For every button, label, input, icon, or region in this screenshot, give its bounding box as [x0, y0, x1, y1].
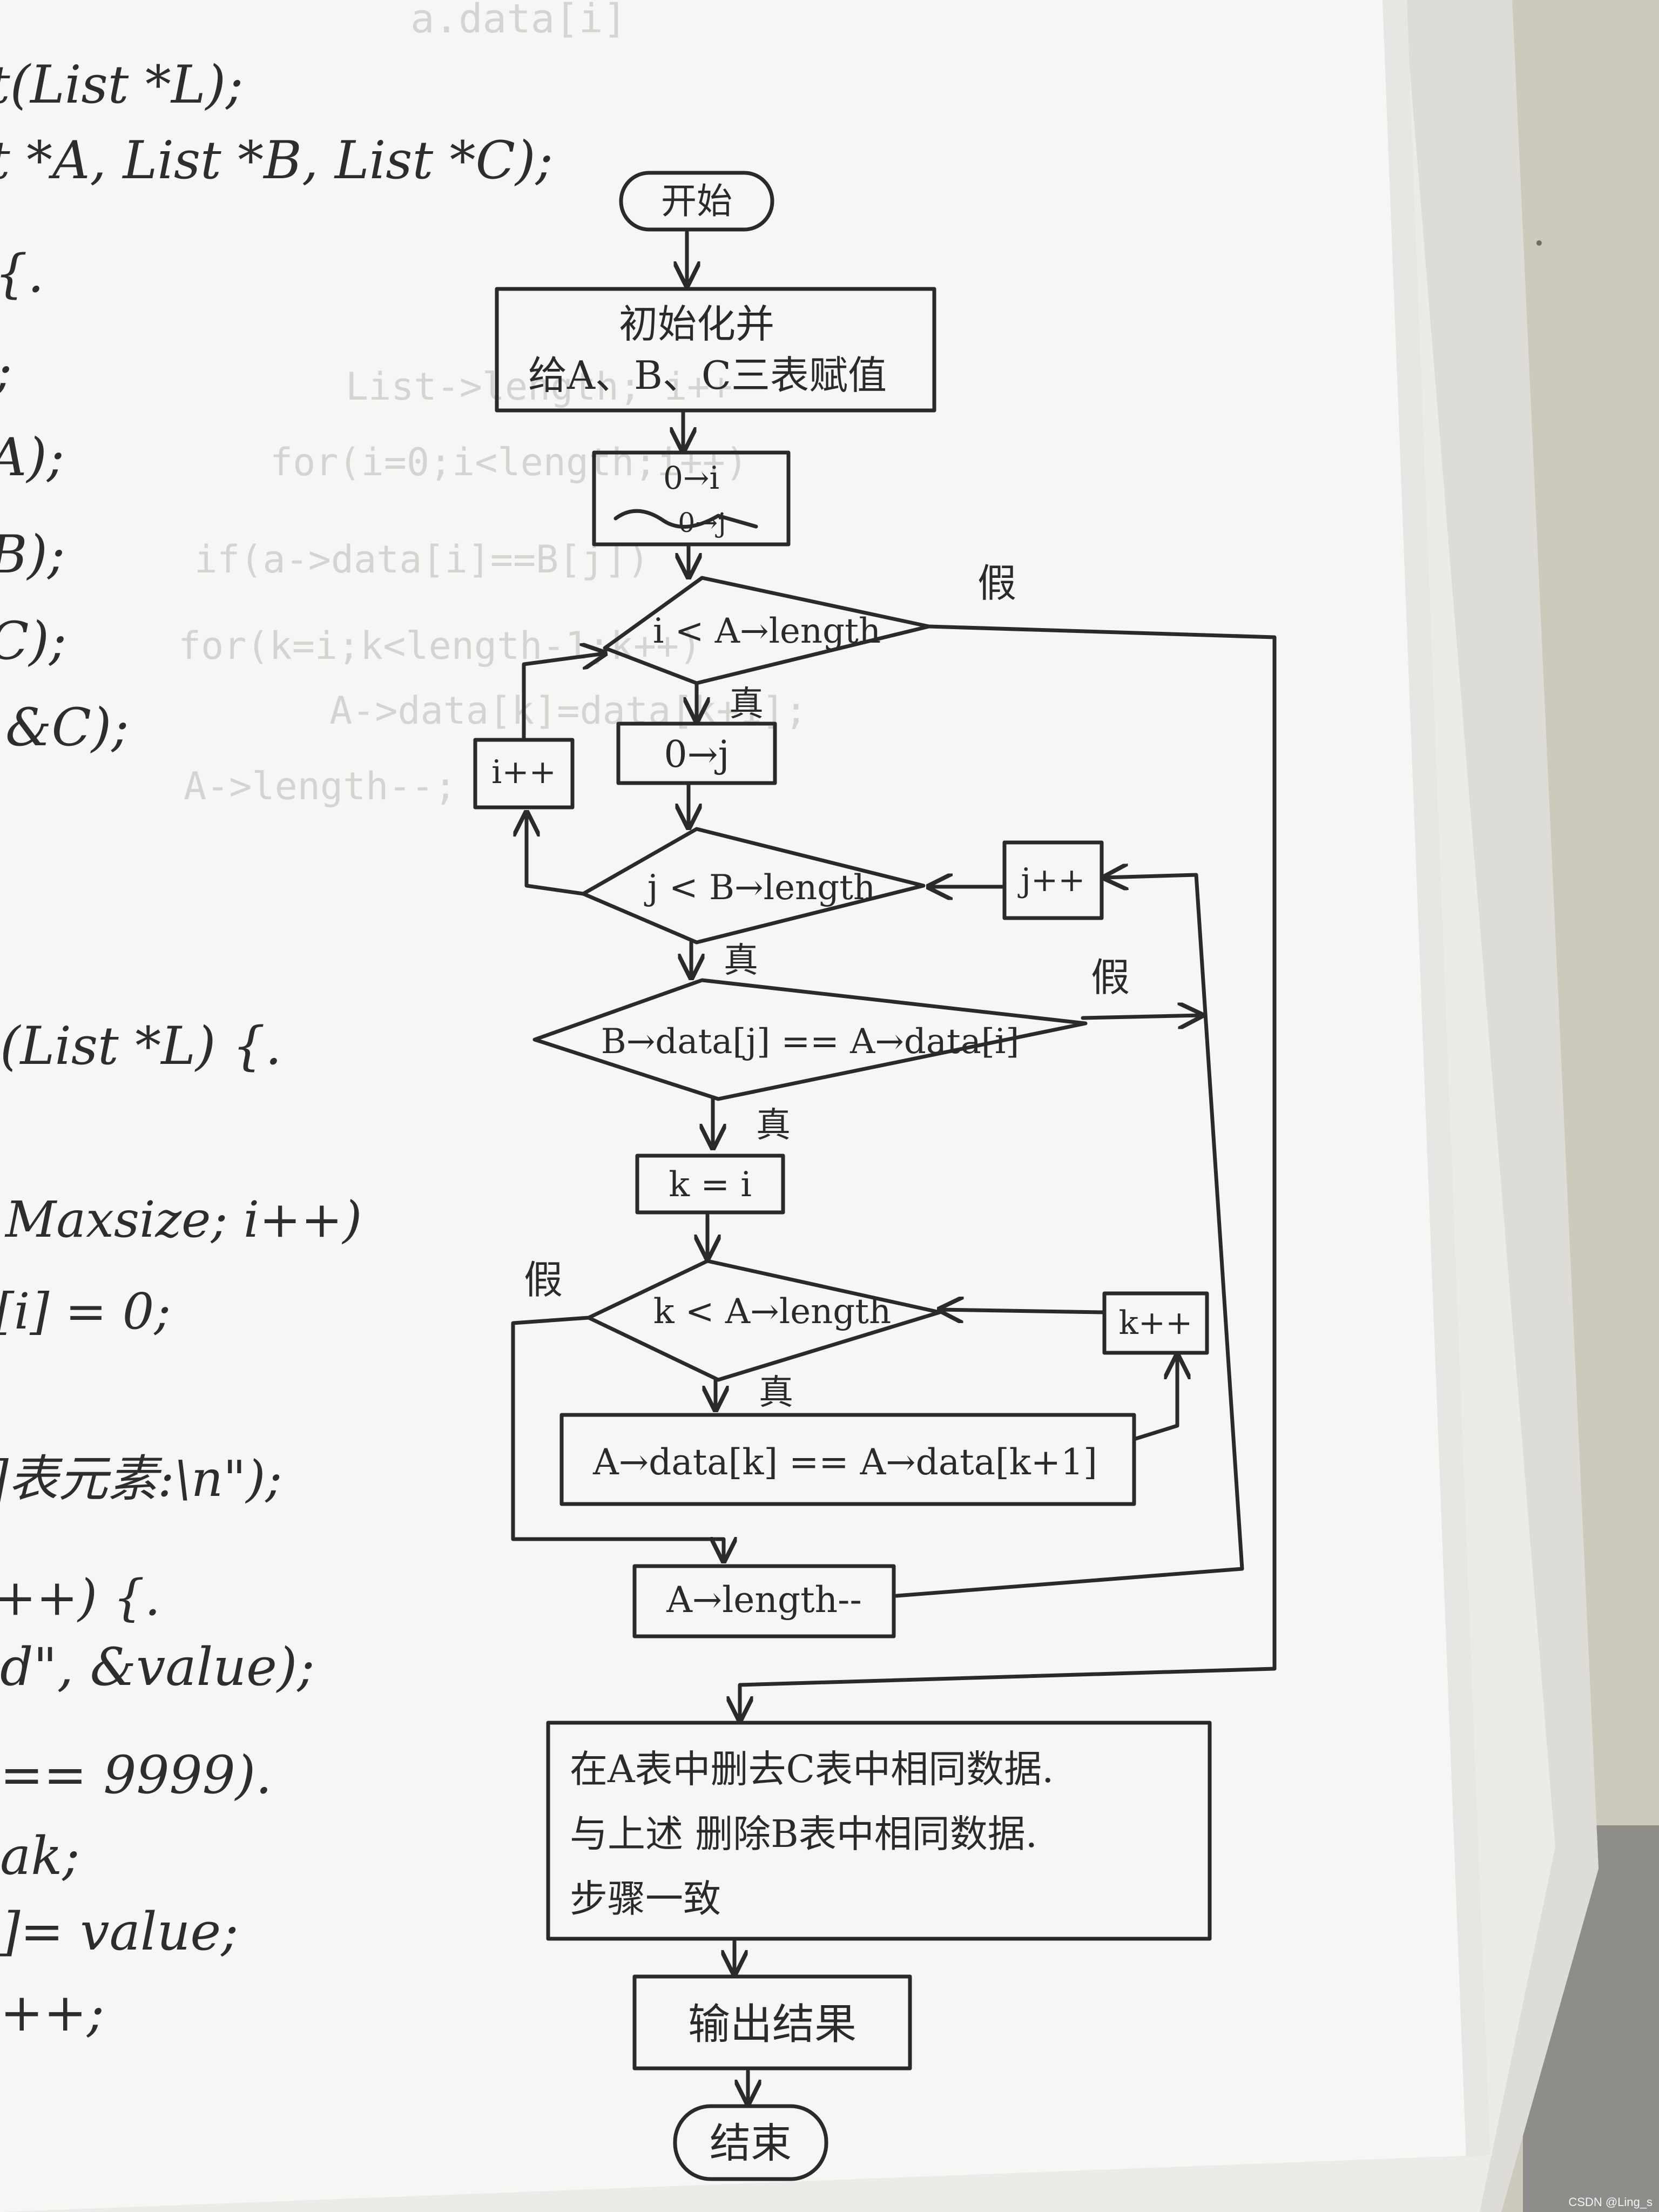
cond-j-decision [581, 827, 926, 945]
svg-text:for(i=0;i<length;i++): for(i=0;i<length;i++) [270, 440, 748, 484]
arrow-inc-k-to-cond-k [940, 1310, 1105, 1312]
output-box [632, 1974, 912, 2071]
scribble-mark [613, 509, 758, 529]
true-label-cond-j: 真 [724, 941, 758, 981]
paper-edge-shadow [1382, 0, 1491, 2157]
code-line: ]= value; [0, 1901, 239, 1962]
loop-inc-i-to-cond-i [522, 653, 605, 742]
code-line: ++) {. [0, 1569, 160, 1627]
start-label: 开始 [661, 180, 732, 222]
shift-box [559, 1413, 1136, 1506]
code-line: {. [0, 244, 44, 304]
assign-i-label: 0→i [663, 460, 719, 496]
cond-j-label: j < B→length [644, 868, 875, 908]
inc-k-box [1102, 1291, 1209, 1355]
false-label-cond-equal: 假 [1091, 955, 1130, 1000]
loop-right-to-inc-j [894, 875, 1244, 1598]
assign-j-box [616, 721, 777, 785]
assign-i-box [592, 450, 791, 547]
watermark: CSDN @Ling_s [1568, 2195, 1653, 2209]
code-line: t *A, List *B, List *C); [0, 130, 553, 191]
false-label-cond-i: 假 [977, 561, 1016, 606]
code-line: t(List *L); [0, 55, 243, 115]
assign-k-box [635, 1154, 785, 1215]
c-delete-line-3: 步骤一致 [570, 1877, 721, 1921]
svg-text:for(k=i;k<length-1;k++): for(k=i;k<length-1;k++) [178, 624, 702, 668]
c-delete-box [546, 1721, 1212, 1941]
line-cond-k-false [511, 1316, 724, 1561]
true-label-cond-equal: 真 [756, 1105, 791, 1145]
code-line: ak; [0, 1826, 80, 1886]
true-label-cond-k: 真 [759, 1373, 793, 1413]
cond-equal-label: B→data[j] == A→data[i] [601, 1022, 1020, 1062]
arrow-cond-equal-false [1081, 1015, 1202, 1018]
end-label: 结束 [710, 2119, 792, 2167]
paper-sheet [0, 0, 1491, 2212]
code-line: B); [0, 524, 65, 585]
line-cond-j-false-to-inc-i [527, 813, 585, 896]
bleed-through-text: a.data[i] List->length; i++ for(i=0;i<le… [178, 0, 807, 808]
line-cond-i-false-exit [740, 624, 1277, 1720]
svg-text:List->length; i++: List->length; i++ [346, 365, 732, 409]
false-label-cond-k: 假 [524, 1257, 563, 1303]
init-line-2: 给A、B、C三表赋值 [528, 353, 887, 398]
inc-k-label: k++ [1119, 1304, 1193, 1342]
svg-text:if(a->data[i]==B[j]): if(a->data[i]==B[j]) [194, 537, 650, 582]
cond-i-label: i < A→length [653, 611, 881, 651]
init-box [495, 287, 936, 413]
svg-text:A->length--;: A->length--; [184, 764, 457, 808]
svg-text:a.data[i]: a.data[i] [410, 0, 627, 42]
inc-j-label: j++ [1017, 861, 1085, 899]
inc-i-label: i++ [491, 753, 556, 791]
code-line: (List *L) {. [0, 1016, 282, 1076]
flowchart: 开始 初始化并 给A、B、C三表赋值 0→i 0→j i < A→length … [473, 171, 1277, 2181]
cond-k-label: k < A→length [653, 1292, 891, 1332]
code-line: [i] = 0; [0, 1283, 171, 1340]
end-terminal [673, 2104, 828, 2181]
output-label: 输出结果 [688, 2000, 857, 2049]
true-label-cond-i: 真 [729, 684, 764, 724]
dec-length-box [632, 1564, 896, 1638]
code-line: ]表元素:\n"); [0, 1450, 282, 1508]
code-line: ; [0, 341, 12, 401]
assign-j-label: 0→j [664, 733, 729, 776]
start-terminal [619, 171, 774, 232]
loop-shift-to-inc-k [1132, 1355, 1177, 1441]
code-line: == 9999). [0, 1745, 272, 1805]
cond-equal-decision [532, 978, 1088, 1101]
code-line: &C); [5, 697, 129, 758]
dec-length-label: A→length-- [666, 1579, 862, 1621]
back-paper-shadow [1404, 0, 1599, 2212]
c-delete-line-1: 在A表中删去C表中相同数据. [570, 1747, 1054, 1791]
paper-speck [1536, 240, 1542, 246]
code-line: C); [0, 611, 66, 671]
code-line: ++; [0, 1982, 104, 2043]
code-line: A); [0, 427, 64, 488]
shift-label: A→data[k] == A→data[k+1] [592, 1441, 1097, 1483]
code-fragments: t(List *L); t *A, List *B, List *C); {. … [0, 55, 553, 2043]
assign-k-label: k = i [669, 1165, 752, 1205]
code-line: d", &value); [0, 1637, 315, 1697]
code-line: Maxsize; i++) [4, 1191, 362, 1249]
c-delete-line-2: 与上述 删除B表中相同数据. [570, 1812, 1037, 1856]
init-line-1: 初始化并 [619, 301, 774, 347]
